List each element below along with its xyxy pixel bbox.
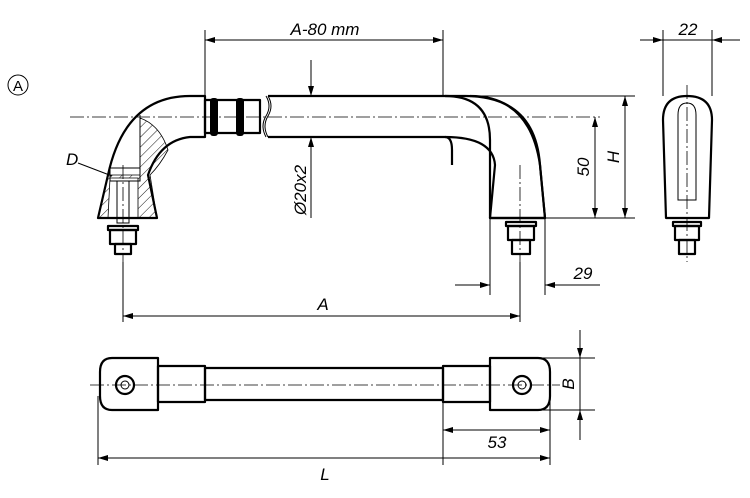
view-label-a: A <box>7 74 29 96</box>
dim-50: 50 <box>574 157 593 176</box>
dim-b: B <box>559 378 578 389</box>
dim-thread-d: D <box>66 150 78 169</box>
dimension-lines <box>77 30 740 465</box>
dim-22: 22 <box>678 20 698 39</box>
dim-29: 29 <box>573 264 593 283</box>
dimension-labels: A-80 mm 22 D Ø20x2 50 H 29 A B 53 L <box>66 20 698 484</box>
dim-tube: Ø20x2 <box>291 164 310 216</box>
dim-a-minus-80: A-80 mm <box>290 20 360 39</box>
dim-a: A <box>316 295 328 314</box>
front-view <box>70 94 600 262</box>
dim-l: L <box>320 465 329 484</box>
svg-text:A: A <box>13 78 23 95</box>
dim-53: 53 <box>488 433 507 452</box>
dim-h: H <box>604 150 623 163</box>
side-view <box>661 85 714 262</box>
top-view <box>90 356 560 412</box>
